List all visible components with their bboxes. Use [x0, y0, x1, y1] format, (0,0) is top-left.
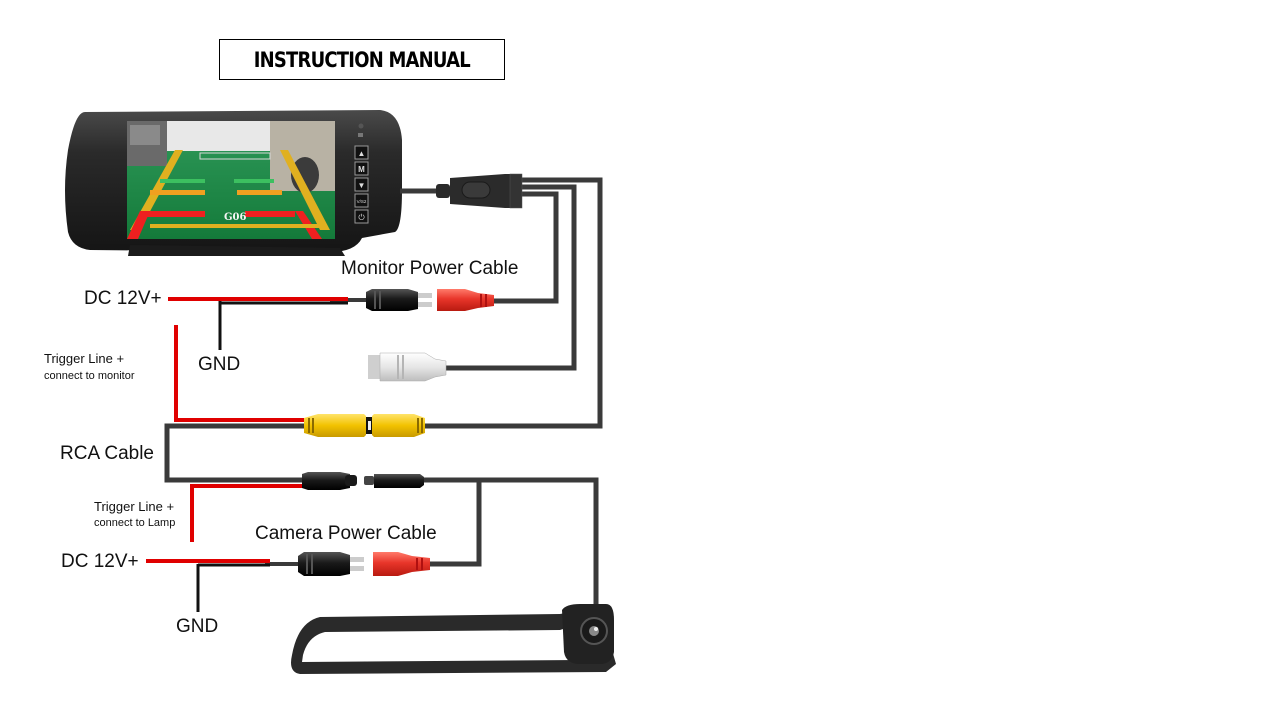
svg-text:M: M: [358, 165, 365, 174]
trigger-lamp-label-line2: connect to Lamp: [94, 517, 176, 529]
monitor-button-power[interactable]: ⏻: [354, 209, 369, 224]
trigger-wire-lamp: [190, 484, 302, 542]
multi-pin-connector: [436, 173, 523, 209]
svg-text:▼: ▼: [358, 181, 366, 190]
rca-cable: [164, 423, 305, 483]
camera-power-cable-label: Camera Power Cable: [255, 523, 437, 544]
camera-power-wires: [146, 484, 302, 612]
title-text: INSTRUCTION MANUAL: [253, 47, 471, 72]
aux-cable: [445, 184, 577, 371]
trigger-wire-monitor: [174, 325, 305, 422]
monitor-screen: G06: [127, 121, 335, 239]
monitor-button-menu[interactable]: M: [354, 161, 369, 176]
svg-text:V/S2: V/S2: [357, 199, 367, 204]
gnd-label-bottom: GND: [176, 616, 219, 637]
monitor-button-down[interactable]: ▼: [354, 177, 369, 192]
trigger-monitor-label-line2: connect to monitor: [44, 370, 135, 382]
dc-12v-label-bottom: DC 12V+: [61, 551, 139, 572]
cables: [164, 177, 603, 612]
yellow-rca-connector: [304, 414, 425, 437]
led-icon: [358, 123, 364, 129]
rear-camera-bracket: [291, 604, 616, 674]
monitor-dc-socket-red: [437, 289, 494, 311]
svg-text:▲: ▲: [358, 149, 366, 158]
mirror-monitor: G06 ▲ M ▼ V/S2 ⏻: [65, 110, 402, 256]
dc-12v-label-top: DC 12V+: [84, 288, 162, 309]
video-cable: [425, 177, 603, 429]
trigger-monitor-label-line1: Trigger Line +: [44, 351, 125, 366]
monitor-power-cable-label: Monitor Power Cable: [341, 258, 519, 279]
white-rca-plug: [368, 352, 447, 382]
power-cable-camera: [430, 480, 482, 567]
page-title: INSTRUCTION MANUAL: [219, 39, 505, 80]
gnd-wire-top: [218, 301, 348, 350]
gnd-wire-bottom: [196, 563, 270, 612]
svg-text:⏻: ⏻: [358, 213, 365, 222]
camera-dc-socket-red: [373, 552, 430, 576]
camera-cable: [424, 477, 599, 612]
rca-cable-label: RCA Cable: [60, 443, 154, 464]
screen-text: G06: [224, 212, 246, 223]
trigger-lamp-label-line1: Trigger Line +: [94, 499, 175, 514]
camera-dc-plug-black: [298, 552, 364, 576]
monitor-dc-plug-black: [366, 289, 432, 311]
camera-4pin-connector: [302, 472, 424, 490]
power-cable-monitor: [494, 191, 559, 304]
monitor-button-source[interactable]: V/S2: [354, 193, 369, 208]
gnd-label-top: GND: [198, 354, 241, 375]
monitor-button-up[interactable]: ▲: [354, 145, 369, 160]
monitor-power-wires: [168, 297, 348, 422]
